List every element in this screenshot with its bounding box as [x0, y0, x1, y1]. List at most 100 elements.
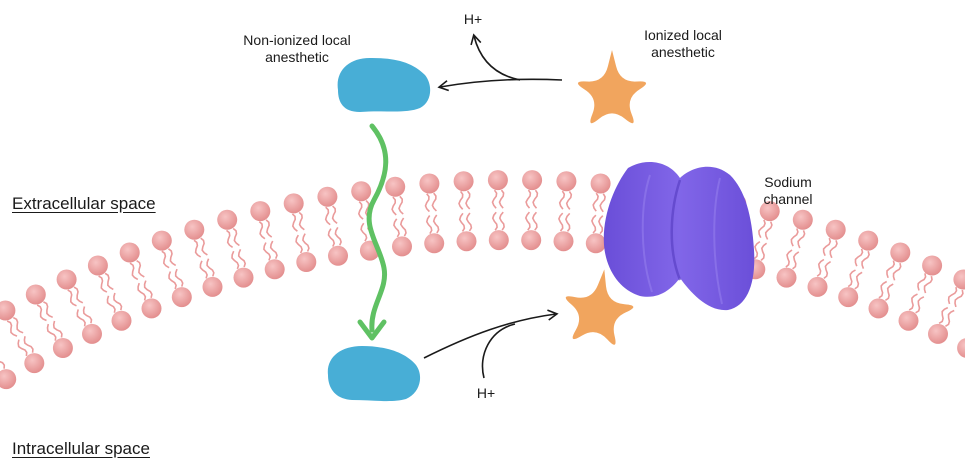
diffusion-arrow [369, 126, 386, 330]
h-plus-uptake-arrow [482, 324, 515, 378]
lipid-head [120, 243, 140, 263]
lipid-tail [600, 194, 605, 212]
lipid-head [26, 285, 46, 305]
lipid-tail [137, 261, 145, 277]
lipid-tail [791, 229, 798, 247]
lipid-head [591, 174, 611, 194]
lipid-tail [326, 207, 331, 225]
lipid-tail [227, 230, 233, 247]
lipid-head [457, 231, 477, 251]
lipid-head [0, 301, 15, 321]
lipid-tail [592, 215, 596, 233]
lipid-tail [99, 276, 107, 292]
lipid-head [489, 230, 509, 250]
lipid-tail [925, 276, 933, 293]
lipid-head [385, 177, 405, 197]
lipid-tail [560, 191, 565, 209]
lipid-head [554, 231, 574, 251]
lipid-head [88, 256, 108, 276]
lipid-tail [239, 249, 246, 267]
lipid-tail [793, 252, 799, 269]
lipid-tail [830, 240, 837, 257]
lipid-tail [824, 238, 831, 256]
lipid-tail [37, 305, 46, 321]
lipid-head [0, 369, 16, 389]
lipid-head [296, 252, 316, 272]
lipid-head [351, 181, 371, 201]
lipid-tail [786, 250, 792, 267]
lipid-tail [493, 190, 497, 208]
lipid-tail [798, 230, 805, 248]
lipid-head [392, 236, 412, 256]
lipid-head [858, 231, 878, 251]
non-ionized-label: Non-ionized local anesthetic [222, 32, 372, 66]
lipid-tail [885, 284, 893, 300]
lipid-head [454, 171, 474, 191]
lipid-tail [427, 216, 432, 234]
lipid-tail [848, 270, 855, 287]
lipid-head [328, 246, 348, 266]
lipid-tail [333, 206, 338, 223]
lipid-tail [500, 212, 504, 230]
lipid-tail [335, 227, 341, 245]
lipid-tail [432, 193, 436, 211]
lipid-tail [761, 243, 767, 260]
lipid-tail [493, 212, 497, 230]
lipid-head [217, 210, 237, 230]
lipid-tail [168, 249, 175, 266]
h-plus-bottom-label: H+ [466, 385, 506, 402]
lipid-head [203, 277, 223, 297]
lipid-tail [162, 251, 169, 268]
lipid-head [234, 268, 254, 288]
lipid-tail [759, 220, 765, 238]
lipid-head [869, 298, 889, 318]
lipid-tail [399, 196, 403, 214]
lipid-tail [593, 193, 598, 211]
lipid-head [184, 220, 204, 240]
lipid-tail [894, 263, 901, 280]
lipid-tail [68, 290, 77, 306]
lipid-head [928, 324, 948, 344]
lipid-head [777, 268, 797, 288]
lipid-tail [266, 220, 272, 237]
lipid-tail [567, 191, 572, 209]
lipid-tail [74, 287, 83, 303]
lipid-head [838, 287, 858, 307]
lipid-head [53, 338, 73, 358]
lipid-tail [599, 216, 603, 234]
lipid-tail [862, 251, 869, 268]
lipid-tail [7, 321, 17, 336]
lipid-tail [359, 202, 363, 220]
lipid-tail [879, 282, 887, 298]
lipid-tail [130, 263, 138, 279]
lipid-tail [460, 213, 465, 231]
lipid-tail [500, 190, 504, 208]
lipid-tail [533, 190, 537, 208]
lipid-tail [754, 242, 760, 259]
lipid-tail [526, 212, 530, 230]
lipid-head [522, 170, 542, 190]
lipid-head [284, 193, 304, 213]
lipid-tail [145, 281, 152, 298]
lipid-tail [201, 238, 208, 255]
lipid-tail [0, 353, 4, 369]
lipid-tail [434, 215, 439, 233]
lipid-tail [916, 297, 924, 313]
lipid-tail [817, 260, 824, 277]
lipid-tail [303, 234, 309, 252]
lipid-head [424, 233, 444, 253]
lipid-head [957, 338, 965, 358]
lipid-head [953, 270, 965, 290]
lipid-tail [233, 229, 239, 246]
lipid-tail [559, 213, 563, 231]
ionized-label: Ionized local anesthetic [618, 27, 748, 61]
lipid-head [152, 231, 172, 251]
lipid-tail [292, 214, 297, 231]
lipid-tail [855, 272, 862, 289]
lipid-tail [394, 219, 399, 237]
lipid-head [556, 171, 576, 191]
deprotonation-arrow [440, 79, 562, 87]
lipid-head [890, 243, 910, 263]
lipid-head [172, 287, 192, 307]
sodium-channel-label: Sodium channel [748, 174, 828, 208]
